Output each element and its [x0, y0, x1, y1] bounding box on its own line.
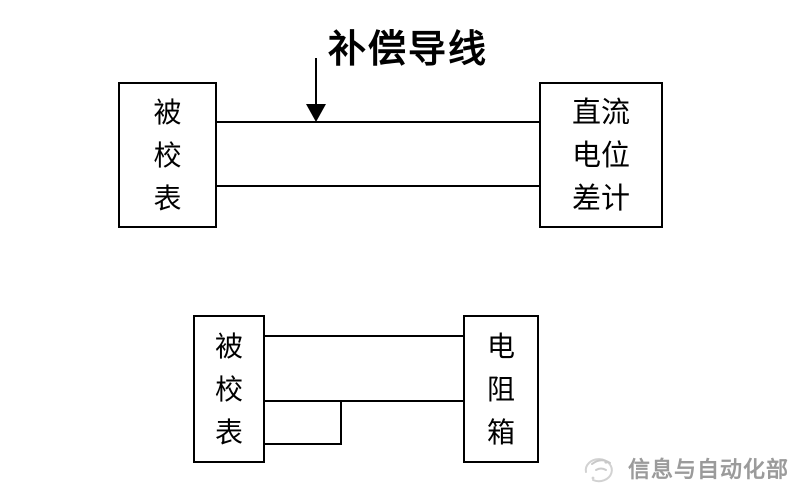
- swirl-logo-icon: [584, 458, 613, 483]
- down-arrow-shaft: [315, 58, 317, 106]
- meter-under-test-label: 被 校 表: [153, 95, 182, 215]
- bottom-diagram-vertical-wire-segment: [340, 400, 342, 445]
- watermark-text: 信息与自动化部: [628, 458, 790, 483]
- watermark: 信息与自动化部: [576, 448, 789, 488]
- dc-potentiometer-label: 直流 电位 差计: [571, 94, 630, 215]
- bottom-diagram-stub-wire: [264, 443, 342, 445]
- resistance-box-label: 电 阻 箱: [486, 329, 515, 449]
- down-arrow-icon: [306, 104, 326, 122]
- meter-under-test-box-bottom: 被 校 表: [193, 315, 265, 463]
- resistance-box: 电 阻 箱: [463, 315, 539, 463]
- bottom-diagram-middle-wire: [264, 400, 464, 402]
- bottom-diagram-upper-wire: [264, 335, 464, 337]
- meter-under-test-box-top: 被 校 表: [118, 82, 217, 228]
- compensation-wire-label: 补偿导线: [328, 27, 489, 71]
- top-diagram-upper-wire: [216, 121, 540, 123]
- meter-under-test-label-bottom: 被 校 表: [214, 329, 243, 449]
- dc-potentiometer-box: 直流 电位 差计: [539, 82, 663, 228]
- top-diagram-lower-wire: [216, 185, 540, 187]
